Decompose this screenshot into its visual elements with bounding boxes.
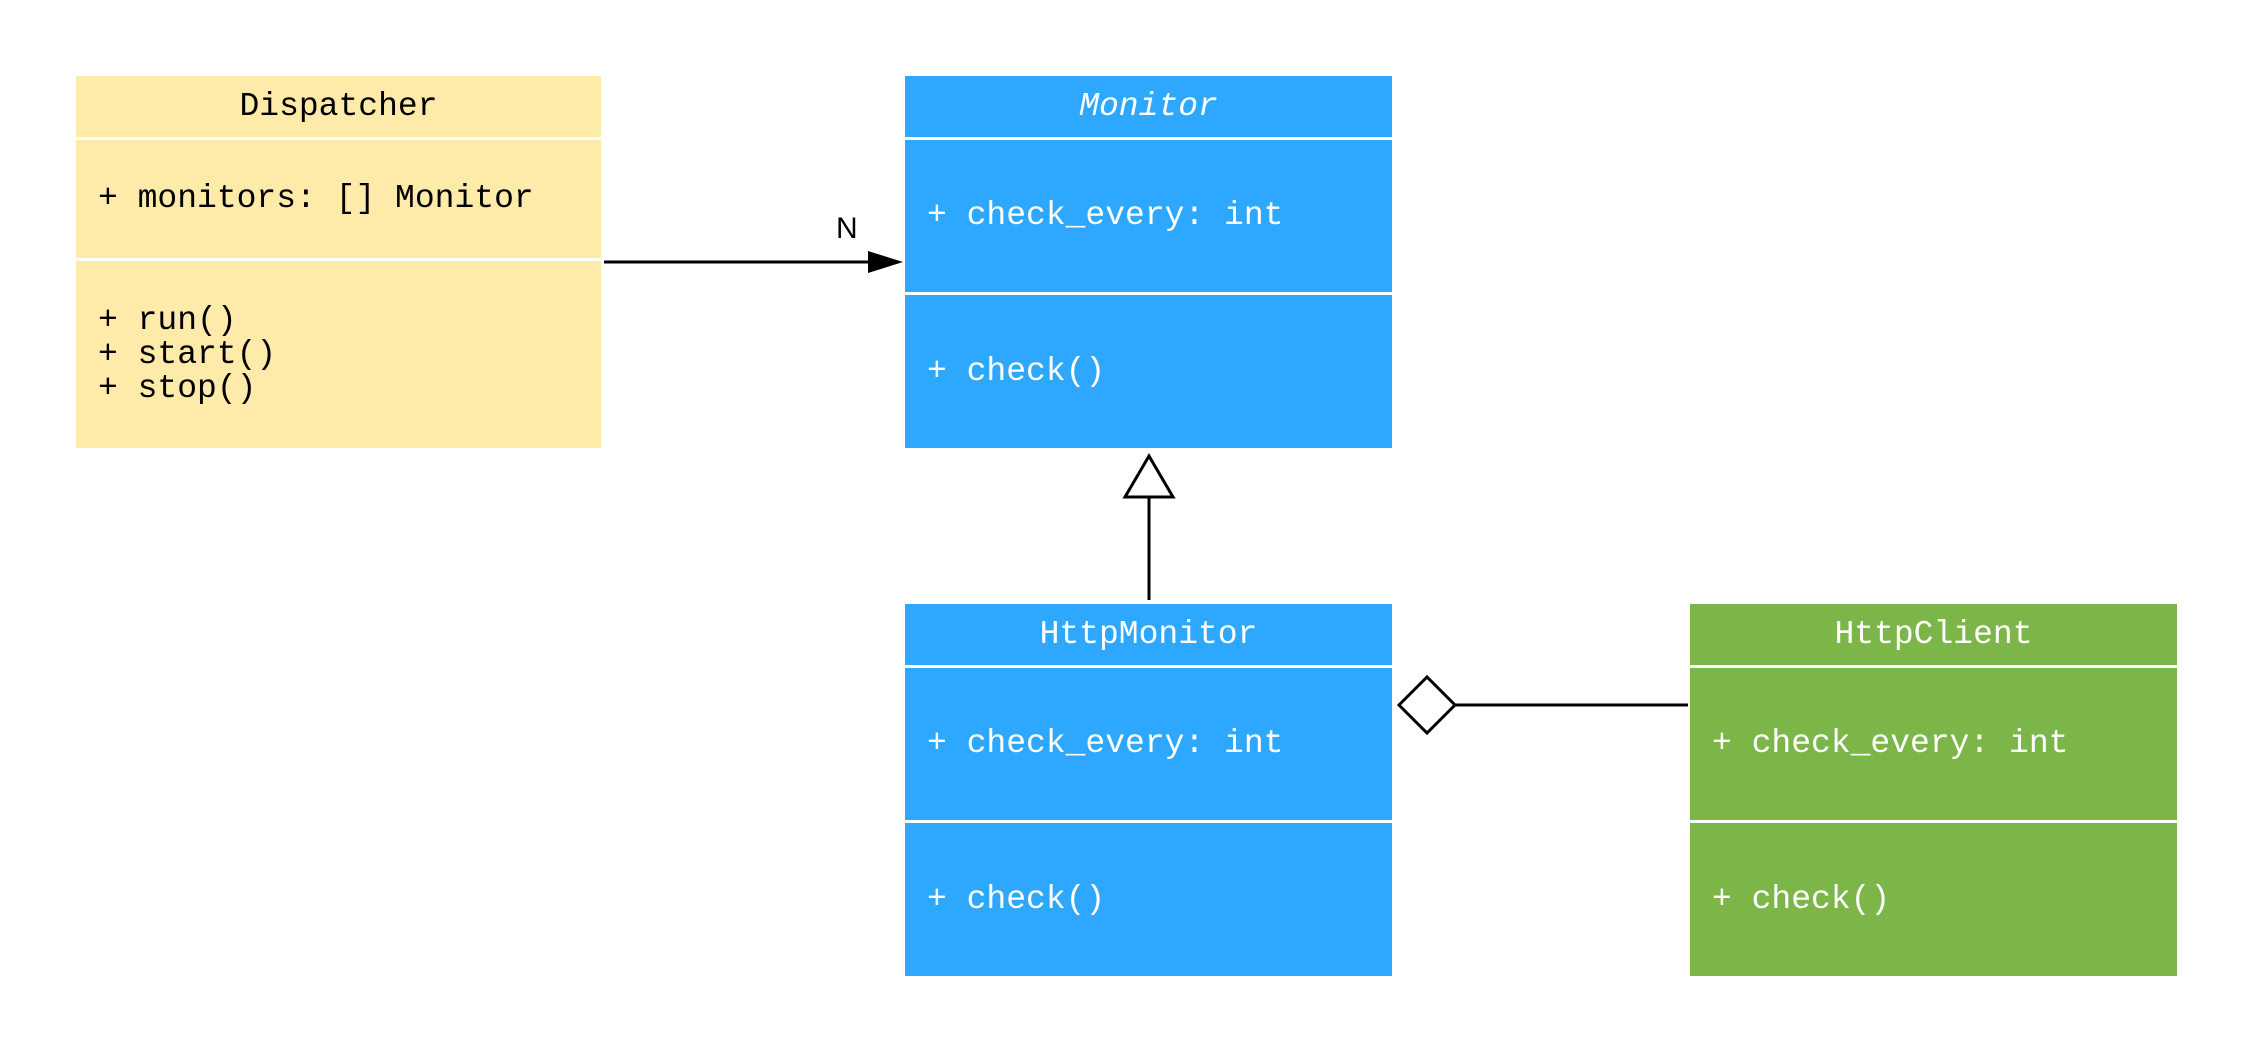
class-name: Monitor [905, 76, 1392, 137]
inheritance-arrow [1122, 453, 1176, 600]
class-monitor[interactable]: Monitor + check_every: int + check() [905, 76, 1392, 448]
class-name: Dispatcher [76, 76, 601, 137]
class-http-monitor[interactable]: HttpMonitor + check_every: int + check() [905, 604, 1392, 976]
class-methods: + run() + start() + stop() [76, 261, 601, 448]
aggregation-diamond [1396, 674, 1688, 736]
class-attributes: + check_every: int [1690, 668, 2177, 820]
class-attributes: + check_every: int [905, 140, 1392, 292]
class-dispatcher[interactable]: Dispatcher + monitors: [] Monitor + run(… [76, 76, 601, 448]
class-name: HttpClient [1690, 604, 2177, 665]
multiplicity-label: N [836, 212, 858, 245]
class-attributes: + monitors: [] Monitor [76, 140, 601, 258]
association-arrow [604, 251, 903, 273]
class-http-client[interactable]: HttpClient + check_every: int + check() [1690, 604, 2177, 976]
class-methods: + check() [905, 295, 1392, 448]
class-methods: + check() [905, 823, 1392, 976]
class-name: HttpMonitor [905, 604, 1392, 665]
class-methods: + check() [1690, 823, 2177, 976]
class-attributes: + check_every: int [905, 668, 1392, 820]
